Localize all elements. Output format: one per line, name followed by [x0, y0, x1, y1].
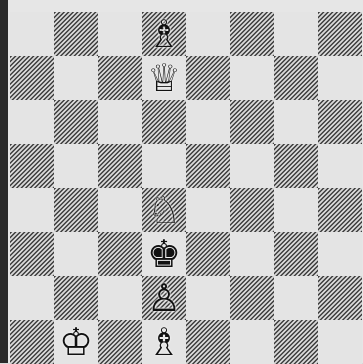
square-g3[interactable] [274, 232, 318, 276]
square-f1[interactable] [230, 320, 274, 364]
square-c7[interactable] [98, 56, 142, 100]
square-d3[interactable]: ♚ [142, 232, 186, 276]
square-g4[interactable] [274, 188, 318, 232]
square-e7[interactable] [186, 56, 230, 100]
square-e6[interactable] [186, 100, 230, 144]
square-d7[interactable]: ♕ [142, 56, 186, 100]
square-h2[interactable] [318, 276, 362, 320]
square-g7[interactable] [274, 56, 318, 100]
square-b1[interactable]: ♔ [54, 320, 98, 364]
square-h4[interactable] [318, 188, 362, 232]
square-c6[interactable] [98, 100, 142, 144]
square-a3[interactable] [10, 232, 54, 276]
square-g6[interactable] [274, 100, 318, 144]
square-b4[interactable] [54, 188, 98, 232]
square-g1[interactable] [274, 320, 318, 364]
square-b8[interactable] [54, 12, 98, 56]
square-c3[interactable] [98, 232, 142, 276]
square-a7[interactable] [10, 56, 54, 100]
square-f4[interactable] [230, 188, 274, 232]
white-knight-icon[interactable]: ♘ [142, 188, 186, 232]
square-b2[interactable] [54, 276, 98, 320]
white-queen-icon[interactable]: ♕ [142, 56, 186, 100]
chess-board: ♗♕♘♚♙♔♗ [10, 12, 362, 364]
square-b5[interactable] [54, 144, 98, 188]
square-f7[interactable] [230, 56, 274, 100]
square-h3[interactable] [318, 232, 362, 276]
square-e5[interactable] [186, 144, 230, 188]
square-g8[interactable] [274, 12, 318, 56]
square-c4[interactable] [98, 188, 142, 232]
square-h8[interactable] [318, 12, 362, 56]
square-a4[interactable] [10, 188, 54, 232]
white-bishop-icon[interactable]: ♗ [142, 320, 186, 364]
square-h5[interactable] [318, 144, 362, 188]
white-pawn-icon[interactable]: ♙ [142, 276, 186, 320]
square-f5[interactable] [230, 144, 274, 188]
square-g2[interactable] [274, 276, 318, 320]
square-h7[interactable] [318, 56, 362, 100]
square-g5[interactable] [274, 144, 318, 188]
square-c1[interactable] [98, 320, 142, 364]
square-e1[interactable] [186, 320, 230, 364]
square-d8[interactable]: ♗ [142, 12, 186, 56]
square-d1[interactable]: ♗ [142, 320, 186, 364]
square-f2[interactable] [230, 276, 274, 320]
black-king-icon[interactable]: ♚ [142, 232, 186, 276]
square-e3[interactable] [186, 232, 230, 276]
square-e2[interactable] [186, 276, 230, 320]
square-h1[interactable] [318, 320, 362, 364]
square-h6[interactable] [318, 100, 362, 144]
square-a5[interactable] [10, 144, 54, 188]
square-e4[interactable] [186, 188, 230, 232]
square-b7[interactable] [54, 56, 98, 100]
square-c8[interactable] [98, 12, 142, 56]
board-border [0, 0, 8, 363]
square-b3[interactable] [54, 232, 98, 276]
square-c5[interactable] [98, 144, 142, 188]
square-d5[interactable] [142, 144, 186, 188]
square-d2[interactable]: ♙ [142, 276, 186, 320]
square-a2[interactable] [10, 276, 54, 320]
white-king-icon[interactable]: ♔ [54, 320, 98, 364]
white-bishop-icon[interactable]: ♗ [142, 12, 186, 56]
square-f8[interactable] [230, 12, 274, 56]
square-b6[interactable] [54, 100, 98, 144]
square-f6[interactable] [230, 100, 274, 144]
square-c2[interactable] [98, 276, 142, 320]
square-d4[interactable]: ♘ [142, 188, 186, 232]
square-a6[interactable] [10, 100, 54, 144]
square-a8[interactable] [10, 12, 54, 56]
square-a1[interactable] [10, 320, 54, 364]
square-e8[interactable] [186, 12, 230, 56]
square-f3[interactable] [230, 232, 274, 276]
square-d6[interactable] [142, 100, 186, 144]
